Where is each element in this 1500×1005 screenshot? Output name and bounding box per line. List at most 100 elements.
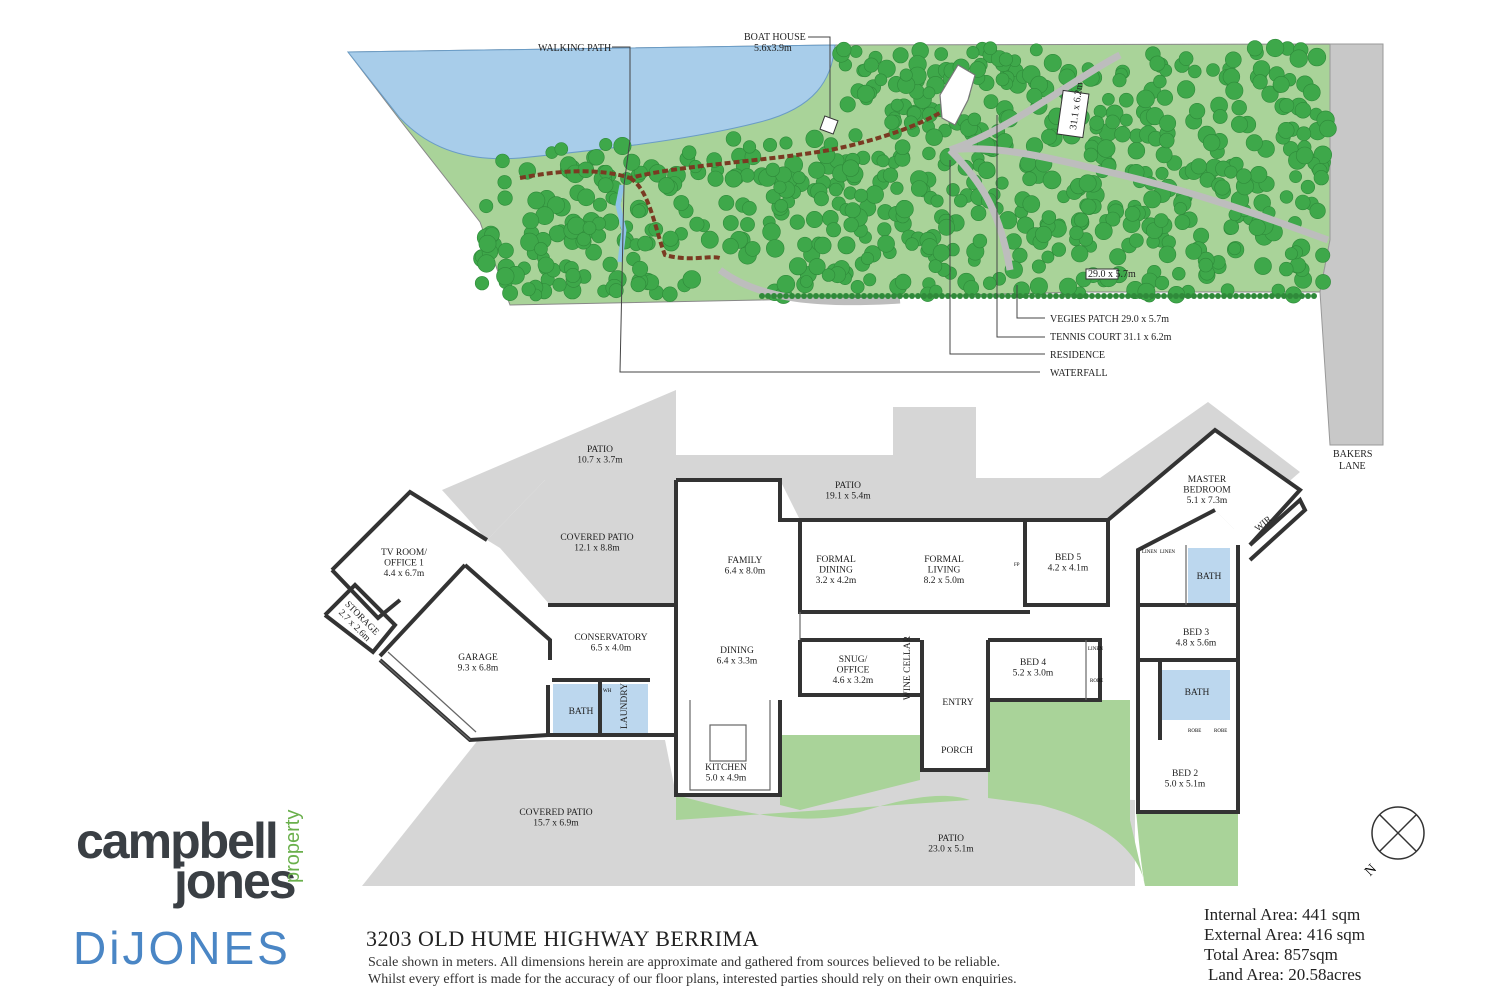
tree	[577, 188, 596, 207]
hedge-shrub	[1143, 293, 1149, 299]
room-dimension: 8.2 x 5.0m	[924, 576, 965, 586]
room-wine: WINE CELLAR	[903, 635, 913, 700]
tree	[995, 72, 1010, 87]
tree	[1315, 274, 1331, 290]
hedge-shrub	[1065, 293, 1071, 299]
tree	[1178, 51, 1194, 66]
tree	[1223, 219, 1240, 235]
hedge-shrub	[1221, 293, 1227, 299]
hedge-shrub	[1161, 293, 1167, 299]
patio-north-west-area	[442, 390, 676, 540]
residence-label: RESIDENCE	[1050, 350, 1105, 361]
tree	[841, 159, 860, 177]
tree	[765, 189, 781, 204]
room-name: LIVING	[928, 566, 961, 576]
hedge-shrub	[1257, 293, 1263, 299]
tree	[682, 270, 701, 289]
tree	[744, 241, 761, 257]
tree	[1154, 275, 1170, 291]
tree	[1172, 267, 1186, 281]
tree	[1231, 99, 1247, 116]
hedge-shrub	[1215, 293, 1221, 299]
tree	[582, 221, 597, 235]
lawn-right	[988, 700, 1145, 886]
room-name: BED 4	[1020, 658, 1046, 668]
tree	[1059, 277, 1078, 296]
tree	[1041, 210, 1057, 225]
residence-footprint	[939, 64, 976, 126]
vegies-dim-label: 29.0 x 5.7m	[1088, 269, 1136, 280]
tree	[1193, 227, 1210, 244]
tree	[1094, 222, 1113, 241]
tree	[884, 114, 900, 130]
room-label: LAUNDRY	[620, 683, 630, 729]
tree	[910, 180, 928, 197]
hedge-shrub	[1179, 293, 1185, 299]
tree	[972, 233, 988, 249]
hedge-shrub	[999, 293, 1005, 299]
tree	[1022, 195, 1041, 213]
hedge-shrub	[1053, 293, 1059, 299]
tree	[547, 196, 565, 214]
tree	[1069, 225, 1084, 241]
robe-label-2: ROBE	[1188, 729, 1201, 734]
compass-icon: N	[1362, 806, 1425, 879]
hedge-shrub	[933, 293, 939, 299]
room-entry: ENTRY	[942, 698, 973, 708]
hedge-shrub	[1275, 293, 1281, 299]
tree	[1300, 179, 1315, 195]
hedge-shrub	[1029, 293, 1035, 299]
room-label: WINE CELLAR	[903, 635, 913, 700]
hedge-shrub	[1239, 293, 1245, 299]
tree	[597, 177, 614, 193]
hedge-shrub	[975, 293, 981, 299]
hedge-shrub	[1011, 293, 1017, 299]
tree	[895, 273, 912, 291]
tree	[602, 256, 618, 273]
boat-house	[819, 115, 839, 135]
tree	[1228, 242, 1242, 256]
tree	[1080, 198, 1097, 215]
laundry-fill	[602, 684, 648, 734]
hedge-shrub	[1059, 293, 1065, 299]
tree	[662, 230, 679, 247]
area-summary: Internal Area: 441 sqm External Area: 41…	[1204, 905, 1365, 985]
tree	[1246, 40, 1263, 57]
tree	[1155, 166, 1169, 180]
room-name: BEDROOM	[1183, 486, 1231, 496]
covered-patio-south-area	[362, 740, 676, 886]
tree	[808, 161, 826, 179]
tree	[928, 259, 943, 274]
hedge-shrub	[927, 293, 933, 299]
hedge-shrub	[1041, 293, 1047, 299]
tree	[630, 276, 647, 293]
tree	[1250, 166, 1268, 184]
tree	[814, 236, 832, 255]
tree	[522, 212, 540, 230]
walking-path-line	[519, 108, 947, 261]
tree	[789, 214, 805, 230]
tree	[1224, 165, 1238, 179]
hedge-shrub	[795, 293, 801, 299]
tree	[805, 211, 823, 229]
tree	[658, 177, 675, 194]
room-name: BED 5	[1055, 553, 1081, 563]
hedge-shrub	[1077, 293, 1083, 299]
hedge-shrub	[819, 293, 825, 299]
tree	[1206, 63, 1220, 77]
tree	[632, 260, 649, 277]
hedge-shrub	[801, 293, 807, 299]
hedge-shrub	[897, 293, 903, 299]
tree	[797, 236, 813, 253]
tree	[934, 47, 949, 61]
tree	[722, 238, 739, 255]
tree	[681, 145, 697, 160]
hedge-shrub	[1311, 293, 1317, 299]
